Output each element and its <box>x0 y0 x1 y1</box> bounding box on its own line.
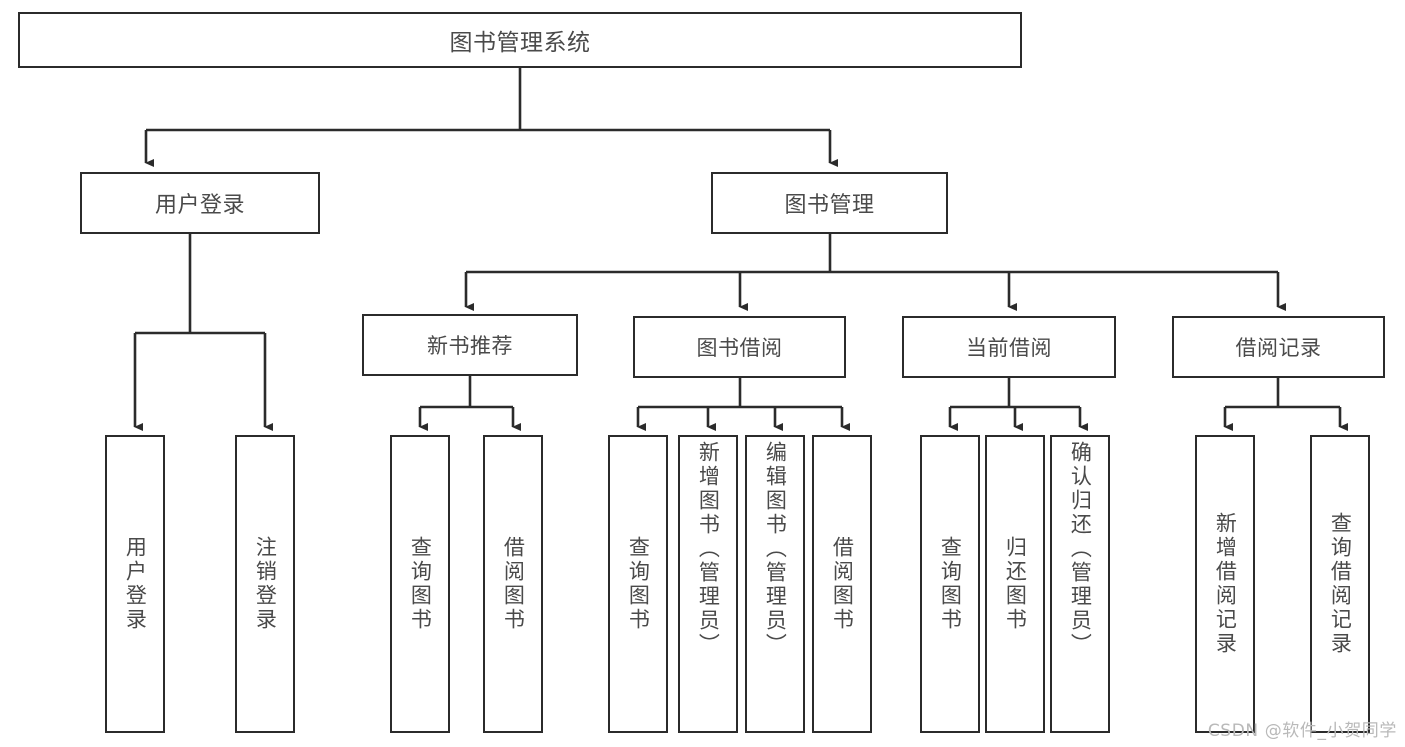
node-label: 借阅图书 <box>501 536 526 632</box>
node-label: 图书借阅 <box>696 336 783 360</box>
node-label: 查询图书 <box>626 536 651 632</box>
node-label: 当前借阅 <box>966 336 1052 360</box>
leaf-user-login-login[interactable]: 用户登录 <box>105 435 165 733</box>
node-label: 图书管理系统 <box>449 30 591 56</box>
node-label: 图书管理 <box>784 193 875 218</box>
node-label: 编辑图书（管理员） <box>763 441 788 657</box>
leaf-borrow-add-book-admin[interactable]: 新增图书（管理员） <box>678 435 738 733</box>
leaf-borrow-borrow-books[interactable]: 借阅图书 <box>812 435 872 733</box>
leaf-new-book-borrow-books[interactable]: 借阅图书 <box>483 435 543 733</box>
node-label: 用户登录 <box>123 536 148 632</box>
node-user-login[interactable]: 用户登录 <box>80 172 320 234</box>
leaf-record-add-borrow-record[interactable]: 新增借阅记录 <box>1195 435 1255 733</box>
leaf-current-confirm-return-admin[interactable]: 确认归还（管理员） <box>1050 435 1110 733</box>
node-book-borrow[interactable]: 图书借阅 <box>633 316 846 378</box>
leaf-current-query-books[interactable]: 查询图书 <box>920 435 980 733</box>
csdn-watermark: CSDN @软件_小贺同学 <box>1207 721 1397 741</box>
node-label: 注销登录 <box>253 536 278 632</box>
node-label: 查询借阅记录 <box>1328 512 1353 656</box>
node-label: 查询图书 <box>938 536 963 632</box>
node-borrow-record[interactable]: 借阅记录 <box>1172 316 1385 378</box>
node-label: 新增借阅记录 <box>1213 512 1238 656</box>
leaf-current-return-books[interactable]: 归还图书 <box>985 435 1045 733</box>
node-label: 新书推荐 <box>427 334 513 358</box>
node-current-borrow[interactable]: 当前借阅 <box>902 316 1116 378</box>
node-label: 确认归还（管理员） <box>1068 441 1093 657</box>
node-label: 借阅图书 <box>830 536 855 632</box>
node-label: 借阅记录 <box>1235 336 1322 360</box>
node-label: 新增图书（管理员） <box>696 441 721 657</box>
leaf-borrow-edit-book-admin[interactable]: 编辑图书（管理员） <box>745 435 805 733</box>
leaf-borrow-query-books[interactable]: 查询图书 <box>608 435 668 733</box>
node-root-book-management-system[interactable]: 图书管理系统 <box>18 12 1022 68</box>
node-book-management[interactable]: 图书管理 <box>711 172 948 234</box>
node-label: 用户登录 <box>154 193 245 218</box>
node-label: 归还图书 <box>1003 536 1028 632</box>
leaf-new-book-query-books[interactable]: 查询图书 <box>390 435 450 733</box>
leaf-record-query-borrow-record[interactable]: 查询借阅记录 <box>1310 435 1370 733</box>
node-label: 查询图书 <box>408 536 433 632</box>
node-new-book-recommend[interactable]: 新书推荐 <box>362 314 578 376</box>
leaf-user-login-logout[interactable]: 注销登录 <box>235 435 295 733</box>
